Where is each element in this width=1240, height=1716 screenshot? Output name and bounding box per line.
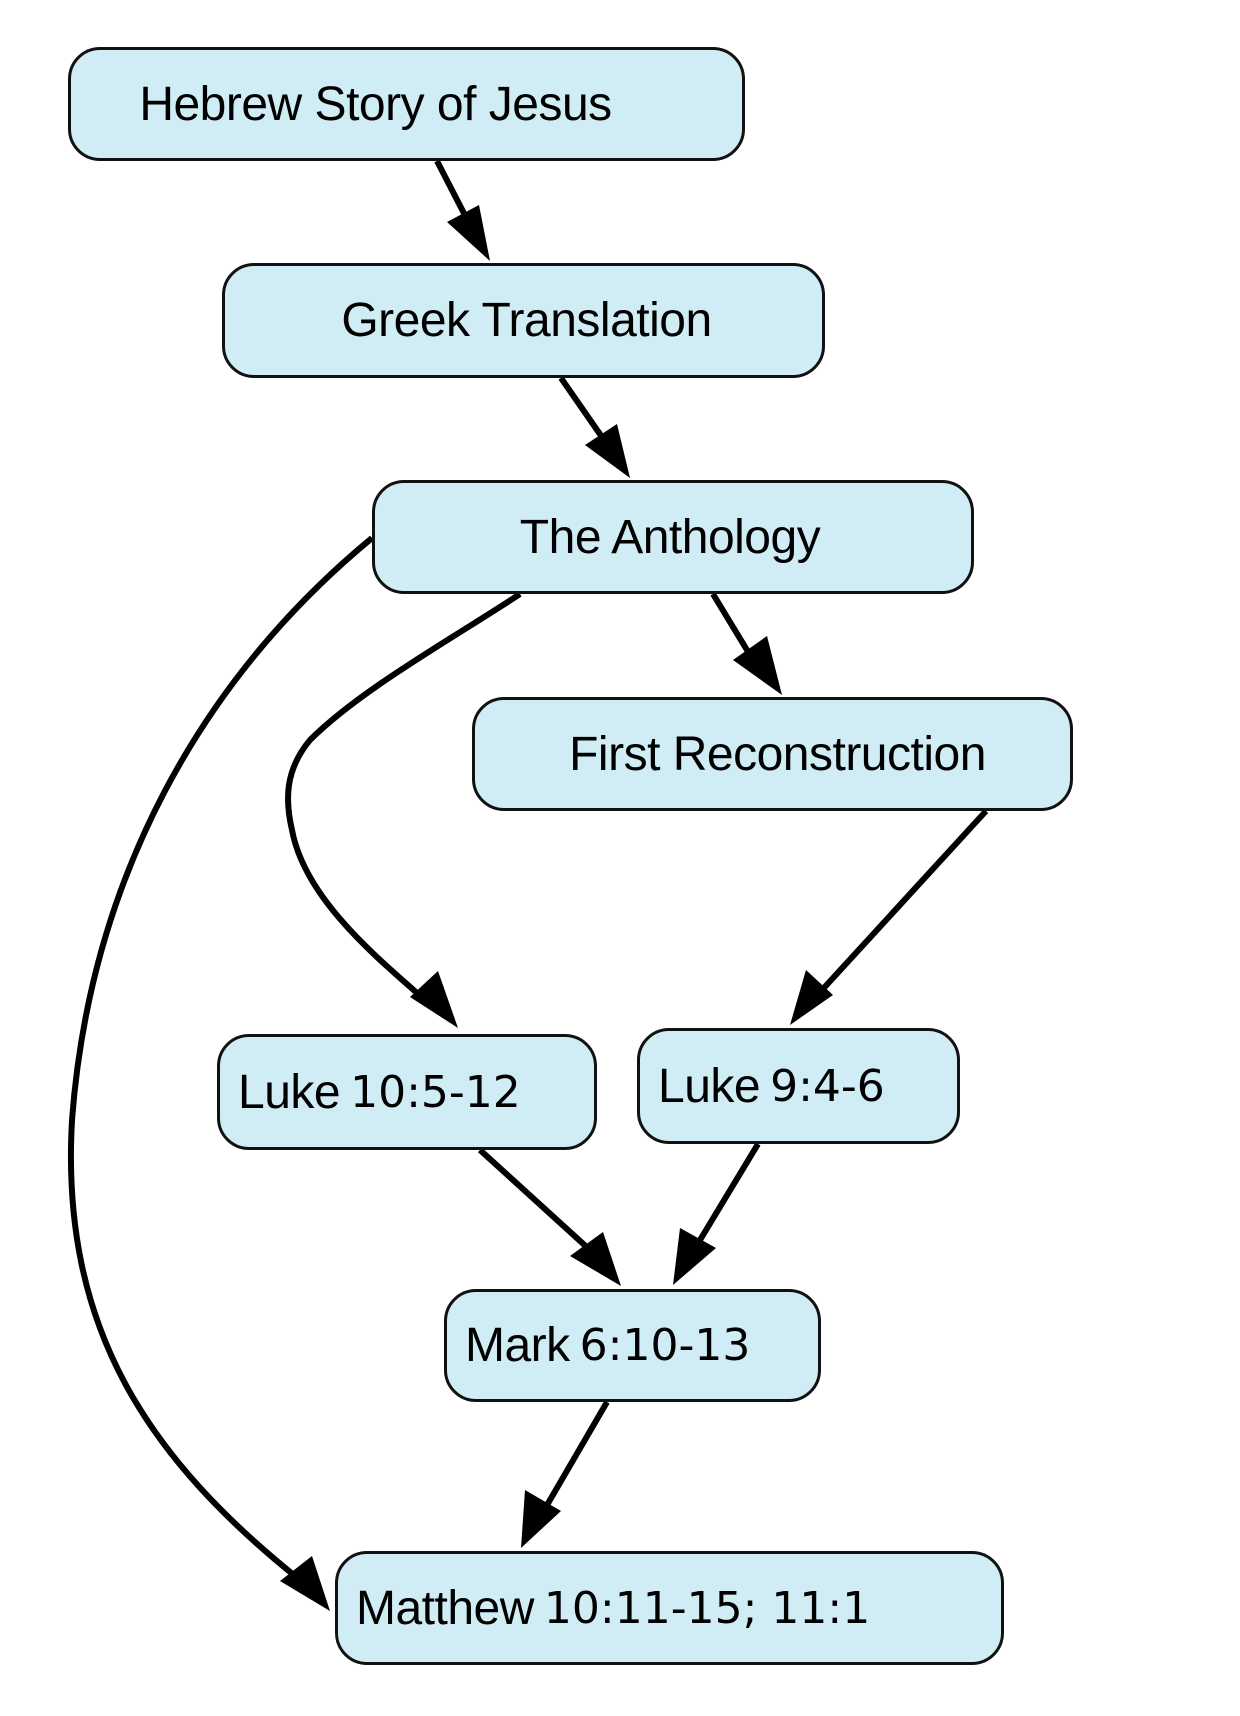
- arrowhead-mark-right: [673, 1228, 716, 1285]
- node-luke-10-5-12: Luke 10:5-12: [217, 1034, 597, 1150]
- arrowhead-matthew-curve: [280, 1556, 330, 1611]
- node-label: First Reconstruction: [569, 727, 986, 781]
- node-label: Greek Translation: [341, 294, 712, 347]
- node-label: Hebrew Story of Jesus: [139, 77, 612, 131]
- arrowhead-first-reconstruction: [733, 636, 782, 695]
- node-the-anthology: The Anthology: [372, 480, 974, 594]
- node-matthew-10-11-15-11-1: Matthew 10:11-15; 11:1: [335, 1551, 1004, 1665]
- node-book: Luke: [658, 1059, 761, 1113]
- node-reference: 9:4-6: [770, 1060, 885, 1112]
- edge-luke-9-to-mark: [691, 1142, 761, 1252]
- node-book: Mark: [465, 1319, 570, 1372]
- arrowhead-mark-left: [570, 1232, 621, 1286]
- edge-luke-10-to-mark: [477, 1147, 593, 1253]
- node-label: The Anthology: [519, 510, 821, 564]
- edge-anthology-to-matthew: [68, 535, 374, 1583]
- arrowhead-anthology: [585, 424, 630, 478]
- node-luke-9-4-6: Luke 9:4-6: [637, 1028, 960, 1144]
- edge-anthology-to-first-reconstruction: [710, 592, 753, 657]
- edge-mark-to-matthew: [540, 1400, 610, 1514]
- node-book: Matthew: [356, 1581, 534, 1635]
- node-hebrew-story-of-jesus: Hebrew Story of Jesus: [68, 47, 745, 161]
- arrowhead-greek: [447, 205, 490, 261]
- edge-first-reconstruction-to-luke-9: [819, 808, 989, 993]
- node-reference: 10:11-15; 11:1: [543, 1582, 871, 1634]
- edge-greek-to-anthology: [558, 376, 607, 442]
- node-first-reconstruction: First Reconstruction: [472, 697, 1073, 811]
- arrowhead-matthew: [521, 1490, 561, 1548]
- node-greek-translation: Greek Translation: [222, 263, 825, 378]
- node-reference: 10:5-12: [350, 1066, 521, 1118]
- node-book: Luke: [238, 1065, 341, 1119]
- arrowhead-luke-9: [790, 970, 833, 1025]
- edge-anthology-to-luke-10: [285, 591, 522, 1003]
- arrowhead-luke-10: [410, 971, 458, 1028]
- node-reference: 6:10-13: [579, 1320, 751, 1371]
- node-mark-6-10-13: Mark 6:10-13: [444, 1289, 821, 1402]
